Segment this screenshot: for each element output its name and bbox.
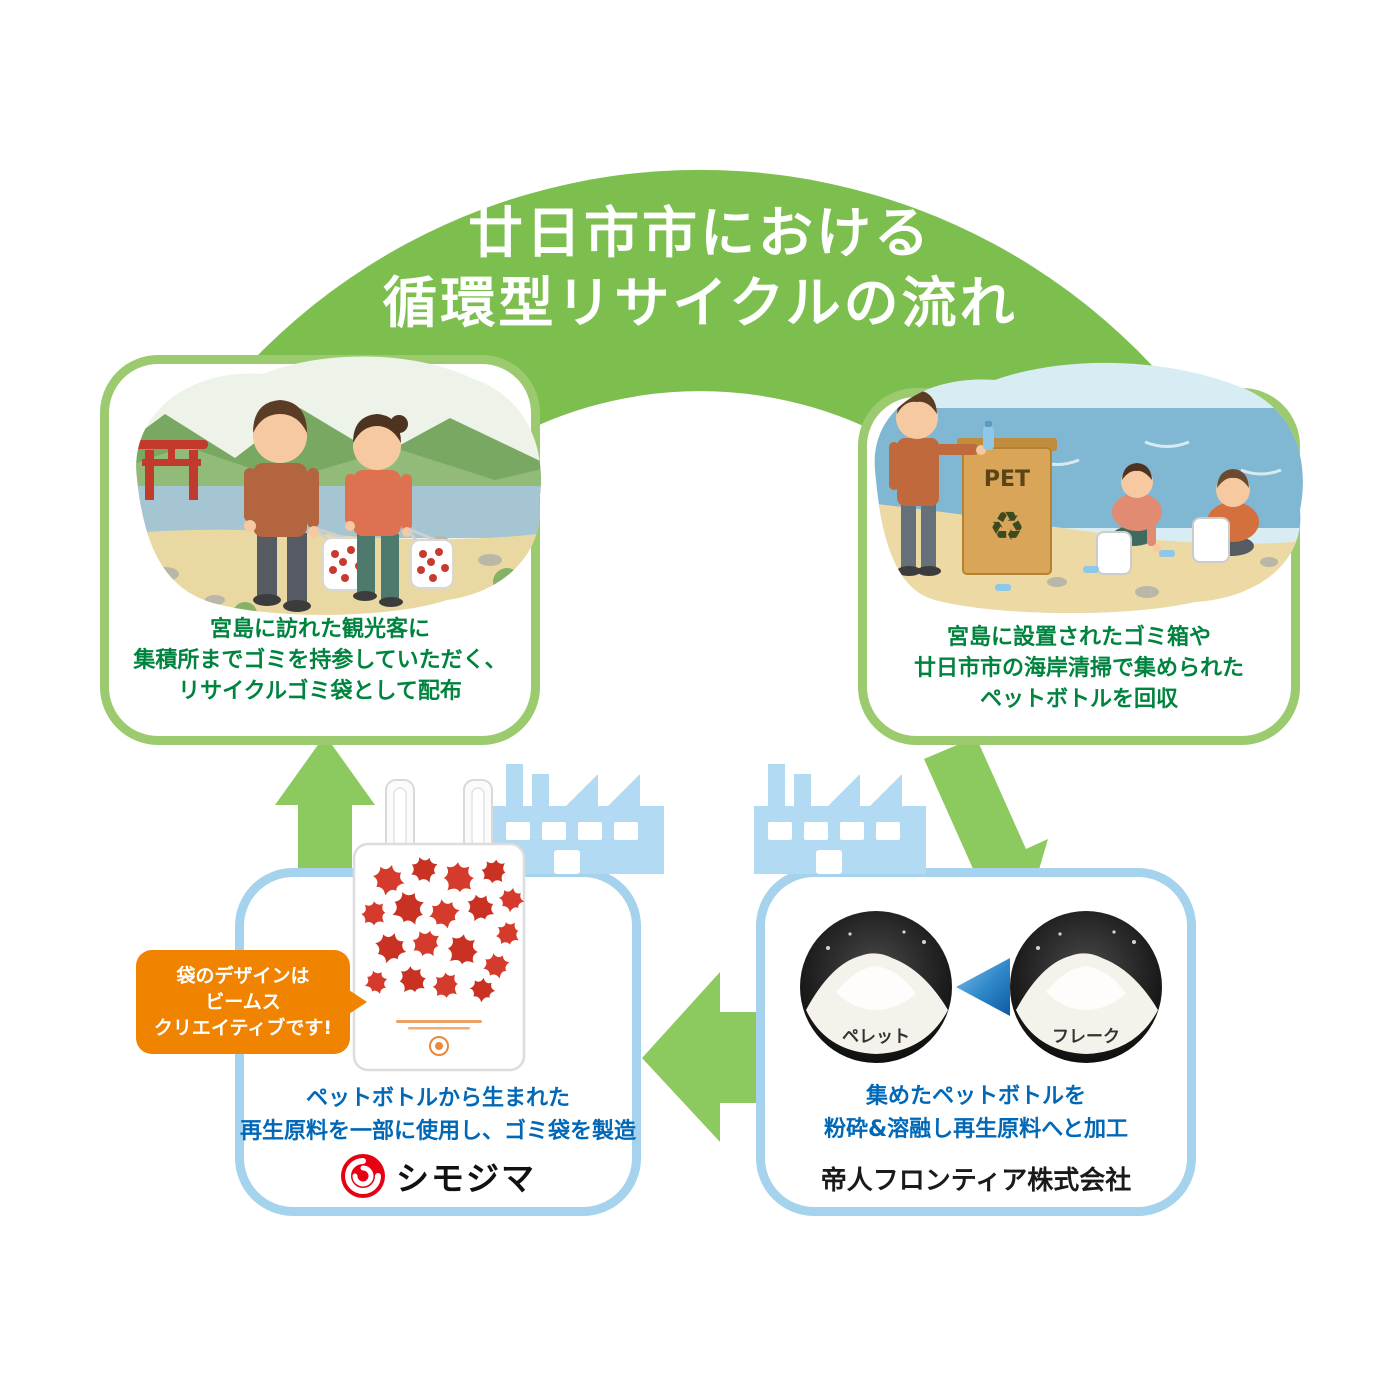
- arrow-flake-to-pellet-icon: [956, 958, 1010, 1016]
- caption-process: 集めたペットボトルを 粉砕&溶融し再生原料へと加工: [756, 1080, 1196, 1146]
- caption-line: ペットボトルから生まれた: [305, 1086, 570, 1111]
- recycle-icon: ♻: [989, 504, 1025, 550]
- caption-line: 粉砕&溶融し再生原料へと加工: [823, 1117, 1129, 1142]
- beams-mark-icon: [429, 1036, 449, 1056]
- caption-line: 集積所までゴミを持参していただく、: [133, 648, 507, 673]
- recycle-bag-woman: [406, 528, 454, 589]
- tourist-man: [244, 400, 320, 612]
- torii-gate: [136, 440, 208, 500]
- plastic-bottle: [983, 421, 994, 450]
- caption-collect: 宮島に設置されたゴミ箱や 廿日市市の海岸清掃で集められた ペットボトルを回収: [858, 622, 1300, 715]
- shimojima-logo-icon: [341, 1154, 385, 1198]
- arrow-manufacture-to-distribute-icon: [275, 735, 375, 875]
- company-shimojima: シモジマ: [235, 1152, 641, 1200]
- caption-line: 宮島に設置されたゴミ箱や: [946, 625, 1211, 650]
- sea: [136, 486, 541, 538]
- cycle-arc-band: [138, 169, 1262, 622]
- pet-bin-label: PET: [984, 467, 1030, 492]
- caption-line: ペットボトルを回収: [979, 687, 1178, 712]
- process-material-photos: ペレット フレーク: [800, 911, 1162, 1063]
- caption-line: 再生原料を一部に使用し、ゴミ袋を製造: [239, 1119, 636, 1144]
- page-title-line1: 廿日市市における: [467, 201, 932, 265]
- maple-leaf-bag-illustration: [352, 779, 527, 1072]
- caption-line: 宮島に訪れた観光客に: [209, 617, 430, 642]
- flake-photo: フレーク: [1010, 911, 1162, 1063]
- illustration-miyajima-tourists: [136, 356, 541, 615]
- factory-icon: [492, 764, 664, 874]
- caption-line: 集めたペットボトルを: [865, 1084, 1086, 1109]
- scattered-bottles: [995, 550, 1175, 591]
- pellet-label: ペレット: [842, 1027, 910, 1047]
- bubble-line: 袋のデザインは: [176, 965, 310, 987]
- arrow-process-to-manufacture-icon: [642, 972, 780, 1142]
- bag-design-speech-bubble: 袋のデザインは ビームス クリエイティブです!: [136, 950, 367, 1054]
- page-title-line2: 循環型リサイクルの流れ: [382, 271, 1018, 335]
- speech-bubble-tail: [349, 990, 367, 1014]
- bubble-line: ビームス: [205, 991, 281, 1013]
- page-title: 廿日市市における 循環型リサイクルの流れ: [0, 198, 1400, 338]
- factory-icon: [754, 764, 926, 874]
- caption-line: リサイクルゴミ袋として配布: [178, 679, 462, 704]
- tourist-woman: [345, 414, 412, 607]
- caption-line: 廿日市市の海岸清掃で集められた: [913, 656, 1244, 681]
- pellet-photo: ペレット: [800, 911, 952, 1063]
- company-teijin: 帝人フロンティア株式会社: [820, 1166, 1132, 1196]
- trash-bags: [1096, 517, 1230, 575]
- pet-bin: PET ♻: [957, 438, 1057, 575]
- bag-fine-print: [396, 1020, 482, 1030]
- caption-distribute: 宮島に訪れた観光客に 集積所までゴミを持参していただく、 リサイクルゴミ袋として…: [100, 614, 540, 707]
- man-dropping-bottle: [889, 390, 994, 576]
- bubble-line: クリエイティブです!: [153, 1017, 333, 1039]
- flake-label: フレーク: [1052, 1027, 1120, 1047]
- caption-manufacture: ペットボトルから生まれた 再生原料を一部に使用し、ゴミ袋を製造: [235, 1082, 641, 1148]
- illustration-beach-cleanup: PET ♻: [874, 362, 1303, 614]
- company-shimojima-label: シモジマ: [396, 1159, 536, 1198]
- beach-stones: [1047, 557, 1278, 598]
